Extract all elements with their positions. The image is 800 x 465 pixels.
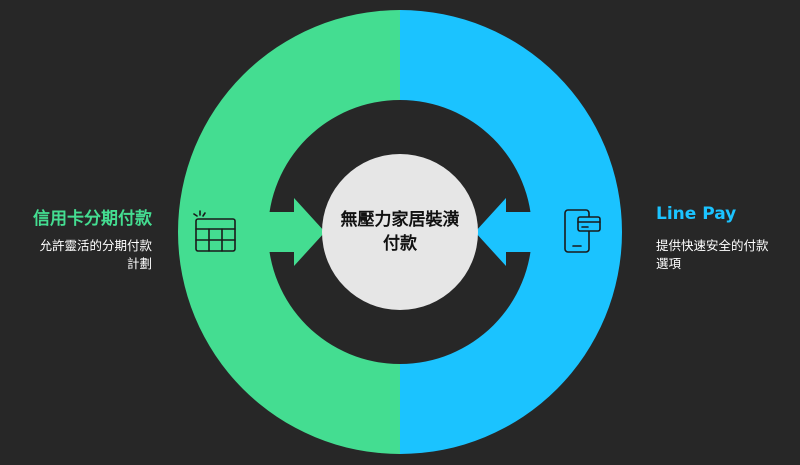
right-ring-segment (400, 10, 622, 454)
right-description-line2: 選項 (656, 256, 682, 271)
left-ring-segment (178, 10, 400, 454)
right-description-line1: 提供快速安全的付款 (656, 238, 769, 253)
right-title: Line Pay (656, 204, 737, 224)
installment-calendar-icon (193, 210, 236, 252)
mobile-payment-icon (564, 209, 601, 253)
right-arrow (475, 198, 548, 266)
center-label-line1: 無壓力家居裝潢 (340, 210, 460, 230)
right-description: 提供快速安全的付款 選項 (656, 237, 769, 273)
left-description-line1: 允許靈活的分期付款 (39, 238, 152, 253)
center-label: 無壓力家居裝潢 付款 (320, 208, 480, 256)
center-label-line2: 付款 (383, 234, 417, 254)
left-arrow (252, 198, 325, 266)
center-circle (322, 154, 478, 310)
left-title: 信用卡分期付款 (33, 209, 152, 229)
left-description-line2: 計劃 (126, 256, 152, 271)
left-description: 允許靈活的分期付款 計劃 (39, 237, 152, 273)
